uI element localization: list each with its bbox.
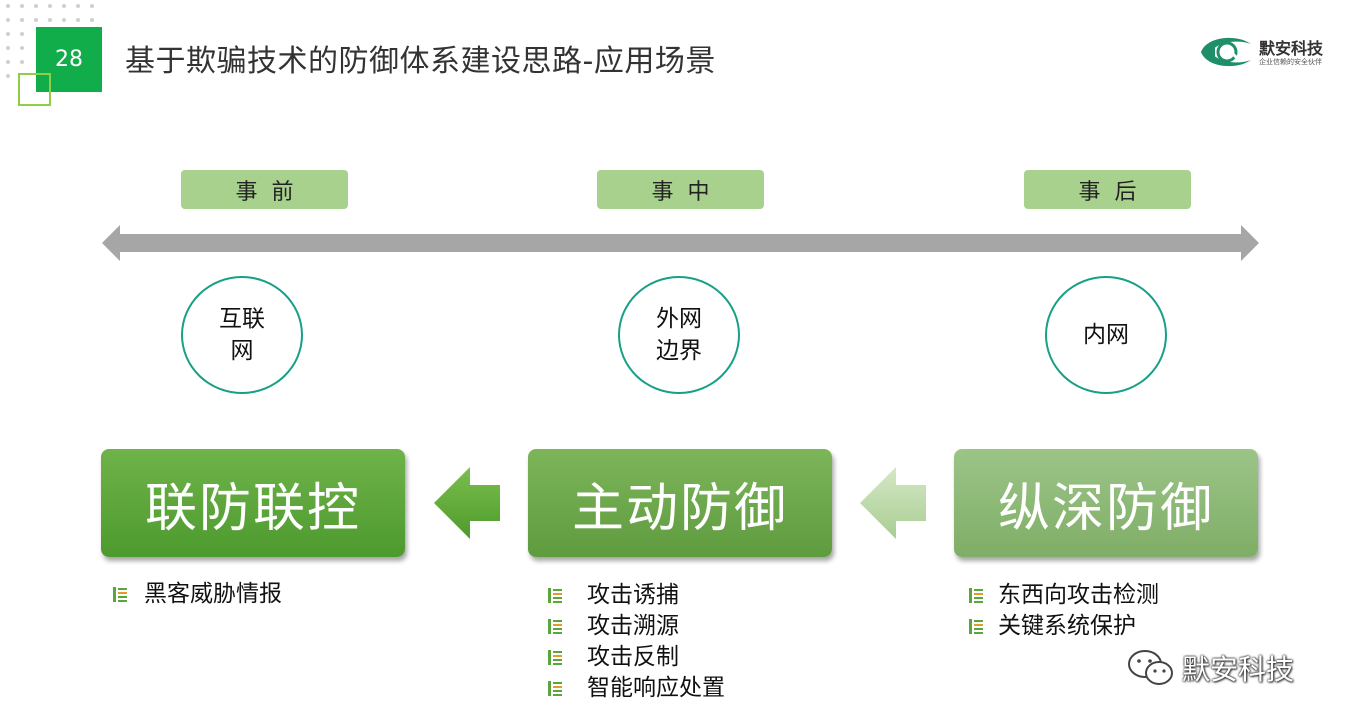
phase-before: 事前 (181, 170, 348, 209)
phase-after: 事后 (1024, 170, 1191, 209)
arrow-left-icon (434, 467, 500, 539)
capability-list-active: 攻击诱捕 攻击溯源 攻击反制 智能响应处置 (548, 580, 725, 704)
strategy-depth-defense: 纵深防御 (954, 449, 1258, 557)
list-item: 黑客威胁情报 (113, 579, 282, 610)
list-bullet-icon (548, 681, 562, 696)
company-logo (1201, 37, 1251, 67)
zone-intranet: 内网 (1045, 276, 1167, 394)
logo-name: 默安科技 (1259, 39, 1324, 58)
capability-list-depth: 东西向攻击检测 关键系统保护 (969, 580, 1159, 642)
list-bullet-icon (548, 619, 562, 634)
arrow-left-icon (860, 467, 926, 539)
list-bullet-icon (969, 619, 983, 634)
phase-during: 事中 (597, 170, 764, 209)
list-bullet-icon (548, 650, 562, 665)
zone-external-border: 外网边界 (618, 276, 740, 394)
list-item: 攻击溯源 (548, 611, 725, 642)
list-item: 智能响应处置 (548, 673, 725, 704)
timeline-double-arrow (102, 225, 1259, 261)
strategy-active-defense: 主动防御 (528, 449, 832, 557)
list-bullet-icon (969, 588, 983, 603)
watermark-text: 默安科技 (1182, 653, 1295, 686)
list-bullet-icon (548, 588, 562, 603)
capability-list-joint: 黑客威胁情报 (113, 579, 282, 610)
list-bullet-icon (113, 587, 127, 602)
wechat-icon (1128, 650, 1173, 685)
list-item: 攻击反制 (548, 642, 725, 673)
list-item: 东西向攻击检测 (969, 580, 1159, 611)
page-number-frame (18, 73, 51, 106)
decorative-dots (6, 4, 94, 78)
slide-title: 基于欺骗技术的防御体系建设思路-应用场景 (125, 44, 716, 79)
list-item: 关键系统保护 (969, 611, 1159, 642)
wechat-watermark: 默安科技 (1126, 646, 1346, 690)
logo-tagline: 企业信赖的安全伙伴 (1259, 58, 1322, 66)
page-number: 28 (36, 27, 102, 92)
list-item: 攻击诱捕 (548, 580, 725, 611)
strategy-joint-defense: 联防联控 (101, 449, 405, 557)
zone-internet: 互联网 (181, 276, 303, 394)
